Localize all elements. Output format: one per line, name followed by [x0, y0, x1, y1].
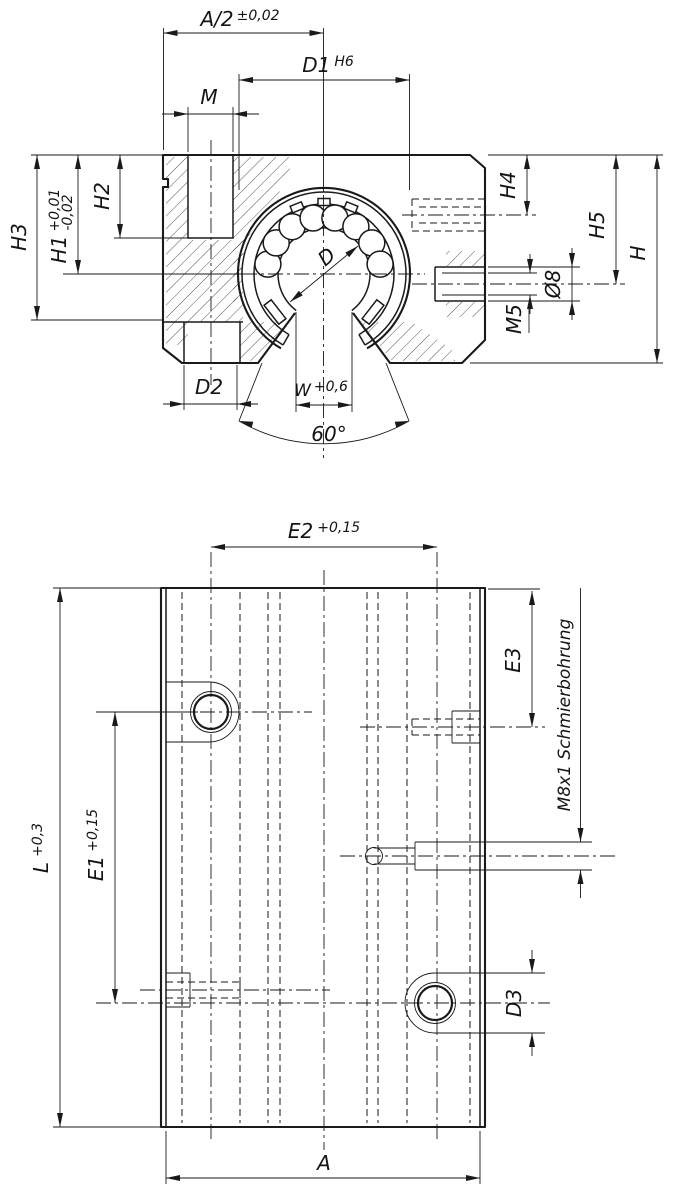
side-hole-left-bottom: [166, 972, 241, 1008]
dim-label-h: H: [626, 245, 650, 260]
dim-label-d3: D3: [502, 989, 526, 1017]
linear-ball-bearing: [241, 191, 407, 346]
section-hatching: [166, 157, 484, 361]
plate-outline: [159, 586, 487, 1129]
dim-label-h3: H3: [7, 223, 31, 251]
bearing-balls: [254, 204, 394, 278]
label-lube-callout: M8x1 Schmierbohrung: [555, 618, 575, 811]
dim-label-h5: H5: [585, 211, 609, 239]
housing-bore: [236, 74, 412, 350]
dim-label-d2: D2: [195, 375, 223, 399]
dim-label-w: W+0,6: [294, 379, 348, 401]
mounting-hole-m: [163, 155, 243, 363]
side-hole-m5: [434, 266, 485, 302]
dim-label-a-half: A/2±0,02: [198, 7, 279, 31]
housing-outline: [161, 153, 487, 365]
seal-slots: [263, 298, 385, 326]
dim-label-m5: M5: [502, 304, 526, 334]
dim-label-dia8: Ø8: [541, 270, 565, 299]
side-hole-right-top: [411, 710, 480, 744]
dim-label-m: M: [200, 85, 217, 109]
dim-label-h2: H2: [90, 182, 114, 210]
hidden-contours: [181, 592, 471, 1123]
dim-label-e1: E1+0,15: [84, 809, 108, 881]
dim-label-h4: H4: [496, 171, 520, 199]
dim-label-d: D: [313, 242, 340, 270]
dim-label-e3: E3: [501, 647, 525, 672]
top-view: E2+0,15 E3 M8x1 Schmierbohrung D3 L+0,3 …: [29, 519, 615, 1184]
dim-label-a: A: [315, 1151, 331, 1175]
counterbore-hole-bottom-right: [404, 972, 545, 1034]
dim-label-h1: H1+0,01-0,02: [47, 189, 76, 264]
top-centerlines: [96, 552, 615, 1150]
dim-label-angle: 60°: [311, 422, 346, 446]
top-dimensions: E2+0,15 E3 M8x1 Schmierbohrung D3 L+0,3 …: [29, 519, 584, 1184]
bearing-cage-tabs: [289, 197, 359, 214]
dim-label-l: L+0,3: [29, 823, 53, 873]
dim-label-e2: E2+0,15: [288, 519, 360, 543]
lube-channel-m8: [365, 841, 592, 871]
